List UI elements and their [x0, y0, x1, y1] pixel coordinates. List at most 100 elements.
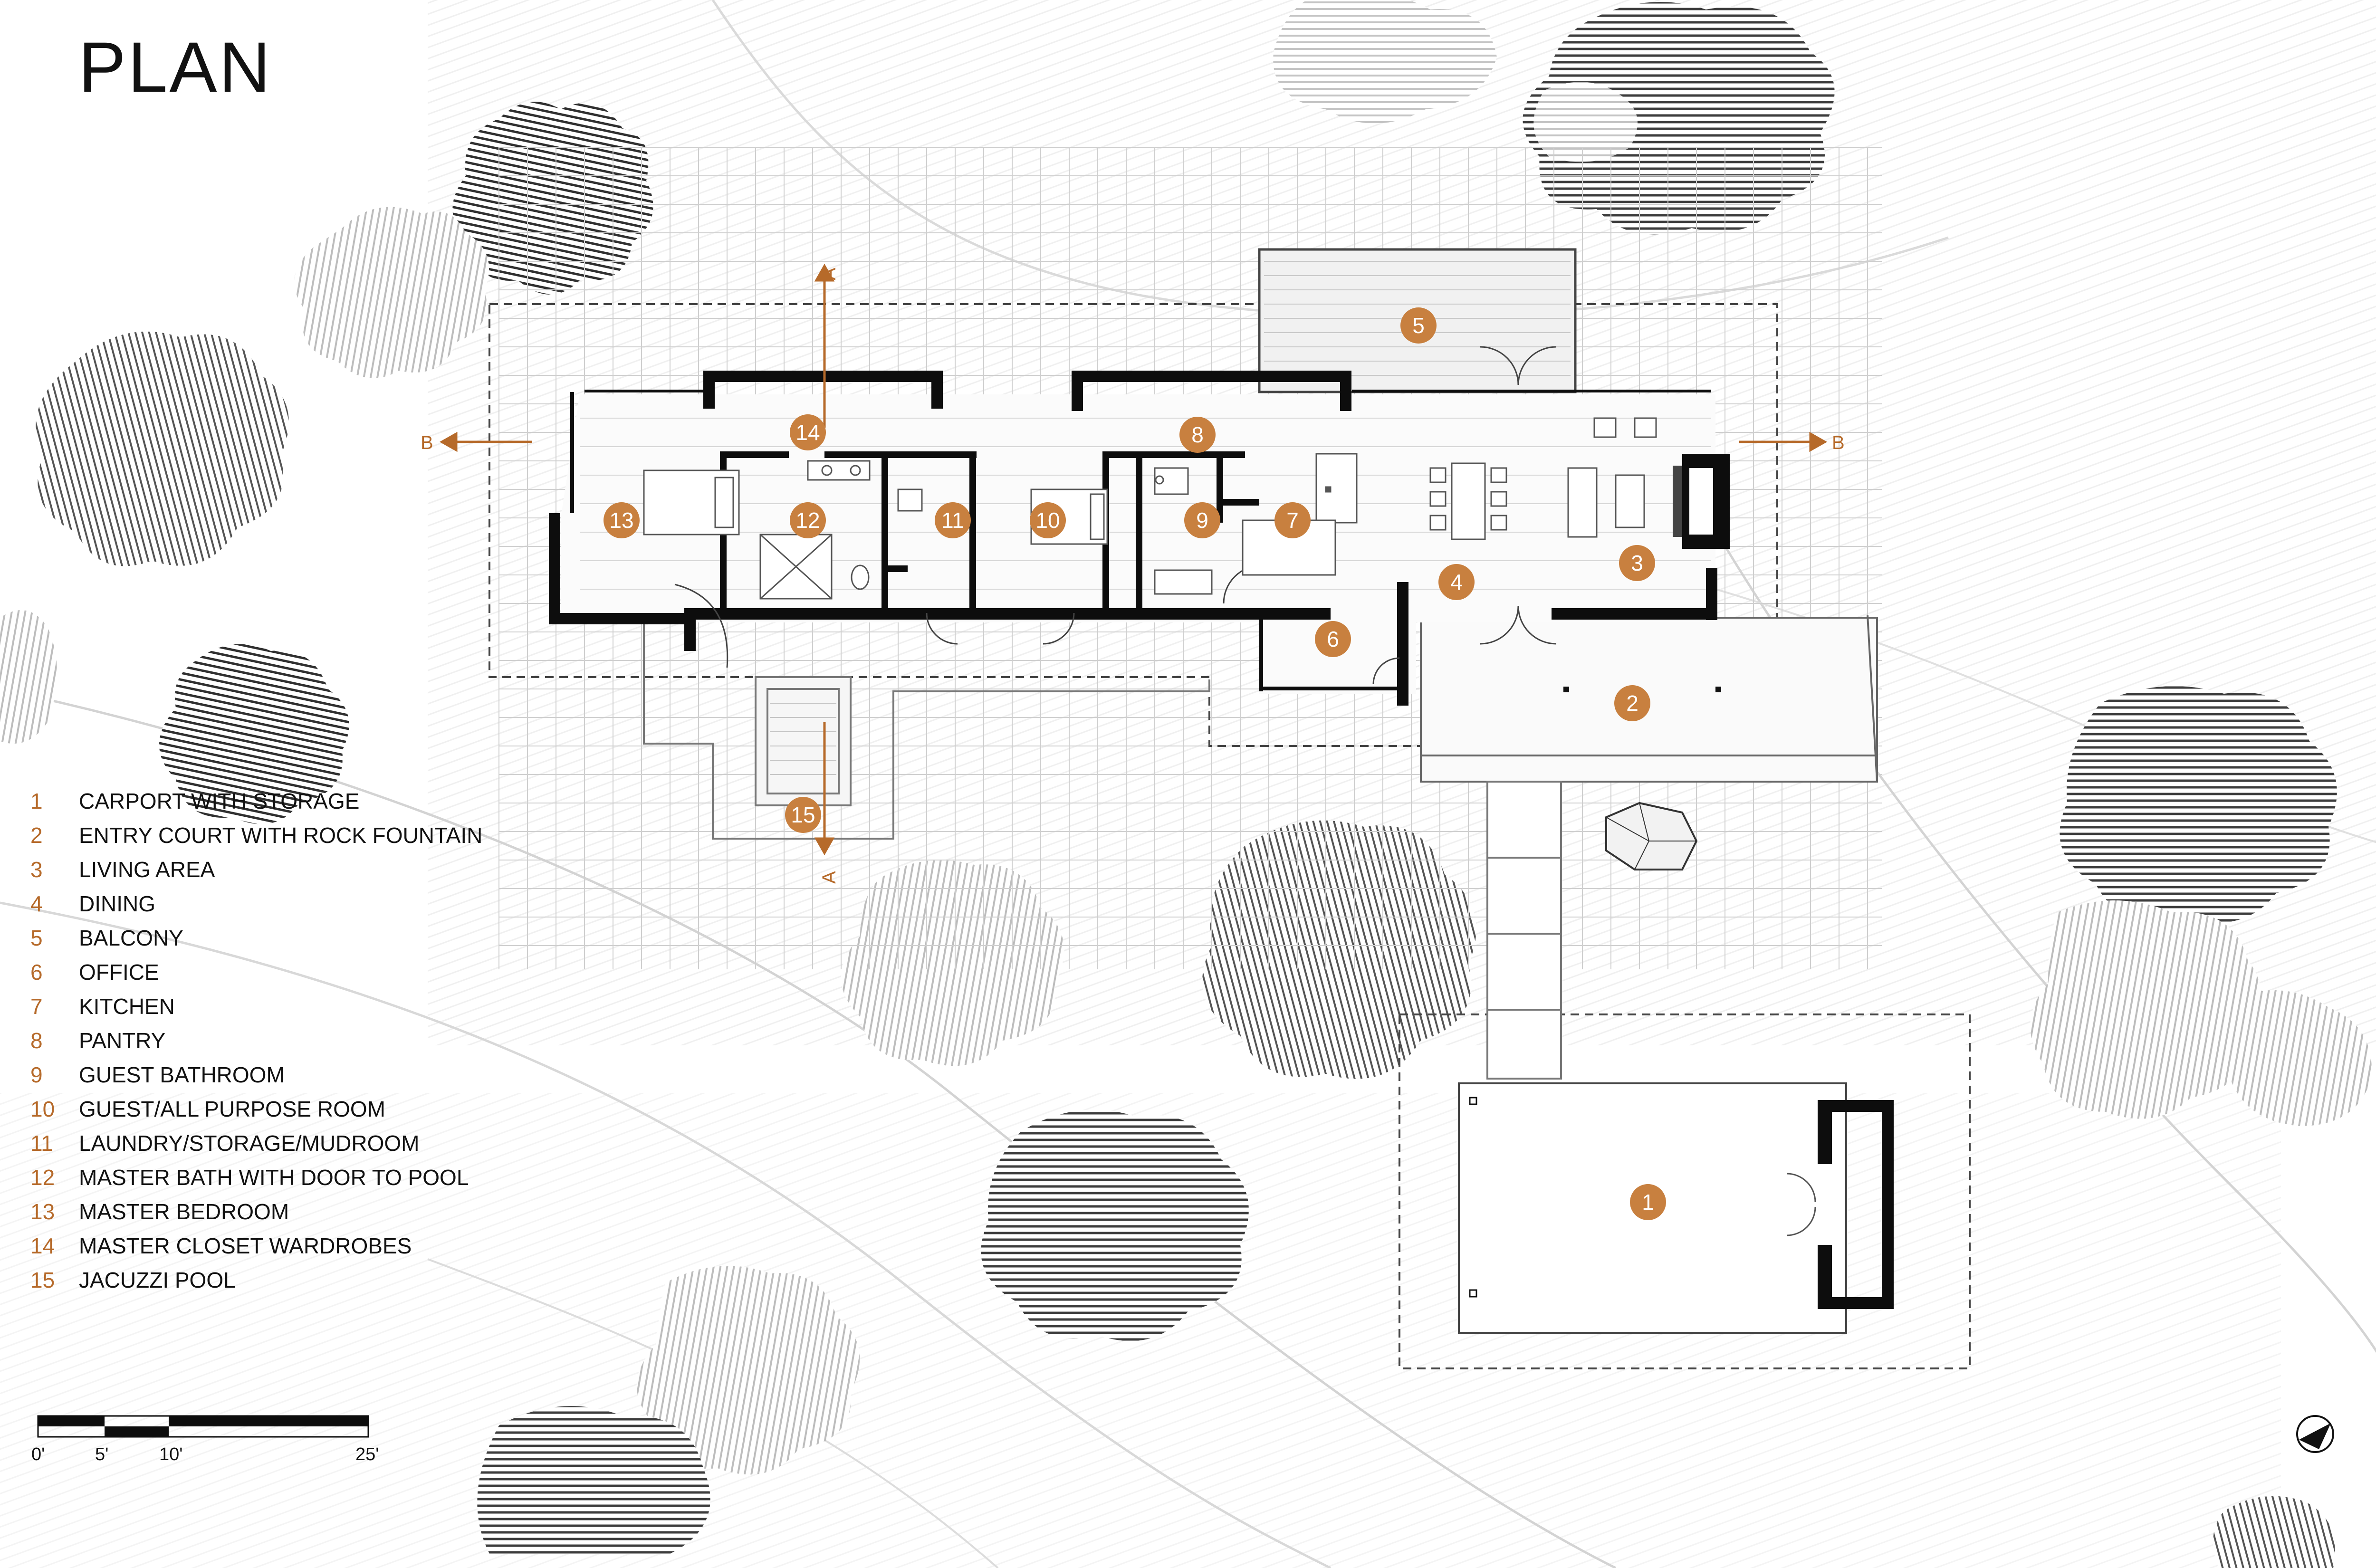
tree-icon — [2060, 686, 2337, 923]
tree-icon — [2225, 990, 2372, 1126]
section-labels: A A B B — [421, 268, 1845, 884]
legend-number: 13 — [30, 1199, 55, 1224]
room-tag-11-text: 11 — [941, 508, 964, 533]
room-tag-15-text: 15 — [791, 803, 815, 827]
section-lines — [439, 263, 1828, 856]
tree-icon — [477, 1406, 710, 1554]
legend-number: 6 — [30, 960, 43, 985]
room-tag-10: 10 — [1030, 502, 1066, 538]
roof-outlines — [489, 303, 1971, 1369]
legend-number: 3 — [30, 857, 43, 882]
north-arrow-icon — [2296, 1415, 2334, 1453]
legend-number: 8 — [30, 1028, 43, 1053]
legend-item: 4 DINING — [29, 887, 576, 921]
room-tag-9: 9 — [1184, 502, 1220, 538]
tree-icon — [159, 644, 349, 824]
walkway — [1486, 781, 1562, 1080]
room-tag-12-text: 12 — [795, 508, 820, 533]
room-tag-2: 2 — [1614, 685, 1650, 721]
legend-label: MASTER CLOSET WARDROBES — [79, 1233, 412, 1258]
scale-label-5: 5' — [95, 1444, 109, 1464]
section-a-bottom-label: A — [819, 871, 840, 884]
tree-icon — [0, 610, 57, 744]
rock-fountain-icon — [1605, 802, 1698, 870]
room-tag-3-text: 3 — [1631, 551, 1643, 575]
furniture — [643, 417, 1657, 600]
legend-item: 14 MASTER CLOSET WARDROBES — [29, 1229, 576, 1263]
room-tag-1-text: 1 — [1642, 1190, 1654, 1214]
room-tag-11: 11 — [935, 502, 971, 538]
legend-number: 5 — [30, 926, 43, 950]
room-tag-10-text: 10 — [1035, 508, 1060, 533]
scale-label-25: 25' — [355, 1444, 379, 1464]
room-tag-7-text: 7 — [1286, 508, 1299, 533]
room-legend: 1 CARPORT WITH STORAGE 2 ENTRY COURT WITH R… — [29, 784, 576, 1297]
sofa — [1567, 467, 1598, 538]
legend-label: MASTER BEDROOM — [79, 1199, 289, 1224]
section-b-left-label: B — [421, 432, 433, 453]
tree-icon — [1273, 0, 1497, 124]
tree-icon — [36, 331, 289, 566]
legend-item: 13 MASTER BEDROOM — [29, 1195, 576, 1229]
room-tag-3: 3 — [1619, 545, 1655, 581]
tree-icon — [294, 207, 489, 378]
legend-number: 4 — [30, 891, 43, 916]
tree-icon — [841, 860, 1064, 1066]
tree-icon — [1533, 82, 1638, 163]
legend-item: 6 OFFICE — [29, 955, 576, 989]
tree-icon — [637, 1266, 860, 1475]
room-tag-7: 7 — [1274, 502, 1311, 538]
scale-label-10: 10' — [159, 1444, 183, 1464]
room-tag-6-text: 6 — [1327, 627, 1339, 651]
room-tag-4-text: 4 — [1450, 570, 1463, 594]
legend-label: DINING — [79, 891, 155, 916]
legend-number: 14 — [30, 1233, 55, 1258]
page-title: PLAN — [78, 27, 272, 107]
legend-number: 9 — [30, 1062, 43, 1087]
room-tag-12: 12 — [790, 502, 826, 538]
legend-label: LIVING AREA — [79, 857, 215, 882]
legend-number: 1 — [30, 789, 43, 813]
kitchen-island — [1315, 453, 1358, 524]
room-tag-8: 8 — [1179, 417, 1216, 453]
legend-item: 5 BALCONY — [29, 921, 576, 955]
room-tag-15: 15 — [785, 797, 821, 833]
legend-item: 2 ENTRY COURT WITH ROCK FOUNTAIN — [29, 818, 576, 852]
legend-number: 2 — [30, 823, 43, 848]
room-tag-5-text: 5 — [1412, 313, 1425, 338]
section-b-right-label: B — [1832, 432, 1845, 453]
tree-icon — [452, 102, 653, 295]
tree-icon — [2213, 1496, 2335, 1568]
legend-number: 12 — [30, 1165, 55, 1190]
room-tag-6: 6 — [1315, 621, 1351, 657]
room-tags: 1 2 3 4 5 6 7 8 9 10 11 12 13 14 15 — [604, 307, 1666, 1220]
room-tag-9-text: 9 — [1196, 508, 1208, 533]
legend-label: OFFICE — [79, 960, 159, 985]
legend-number: 15 — [30, 1268, 55, 1292]
scale-bar — [37, 1415, 369, 1438]
legend-label: PANTRY — [79, 1028, 166, 1053]
legend-label: ENTRY COURT WITH ROCK FOUNTAIN — [79, 823, 483, 848]
dining-table — [1451, 462, 1486, 540]
room-tag-13-text: 13 — [609, 508, 633, 533]
entry-posts — [1563, 687, 1721, 692]
walls — [549, 371, 1730, 706]
legend-label: KITCHEN — [79, 994, 175, 1019]
room-tag-14: 14 — [790, 414, 826, 450]
jacuzzi-pool — [643, 615, 1210, 840]
tree-icon — [981, 1109, 1249, 1341]
room-tag-4: 4 — [1438, 564, 1475, 600]
legend-label: JACUZZI POOL — [79, 1268, 236, 1292]
room-tag-8-text: 8 — [1191, 422, 1204, 447]
room-tag-13: 13 — [604, 502, 640, 538]
room-tag-1: 1 — [1630, 1184, 1666, 1220]
legend-label: CARPORT WITH STORAGE — [79, 789, 360, 813]
legend-item: 3 LIVING AREA — [29, 852, 576, 887]
tree-icon — [2030, 900, 2262, 1119]
legend-label: BALCONY — [79, 926, 183, 950]
